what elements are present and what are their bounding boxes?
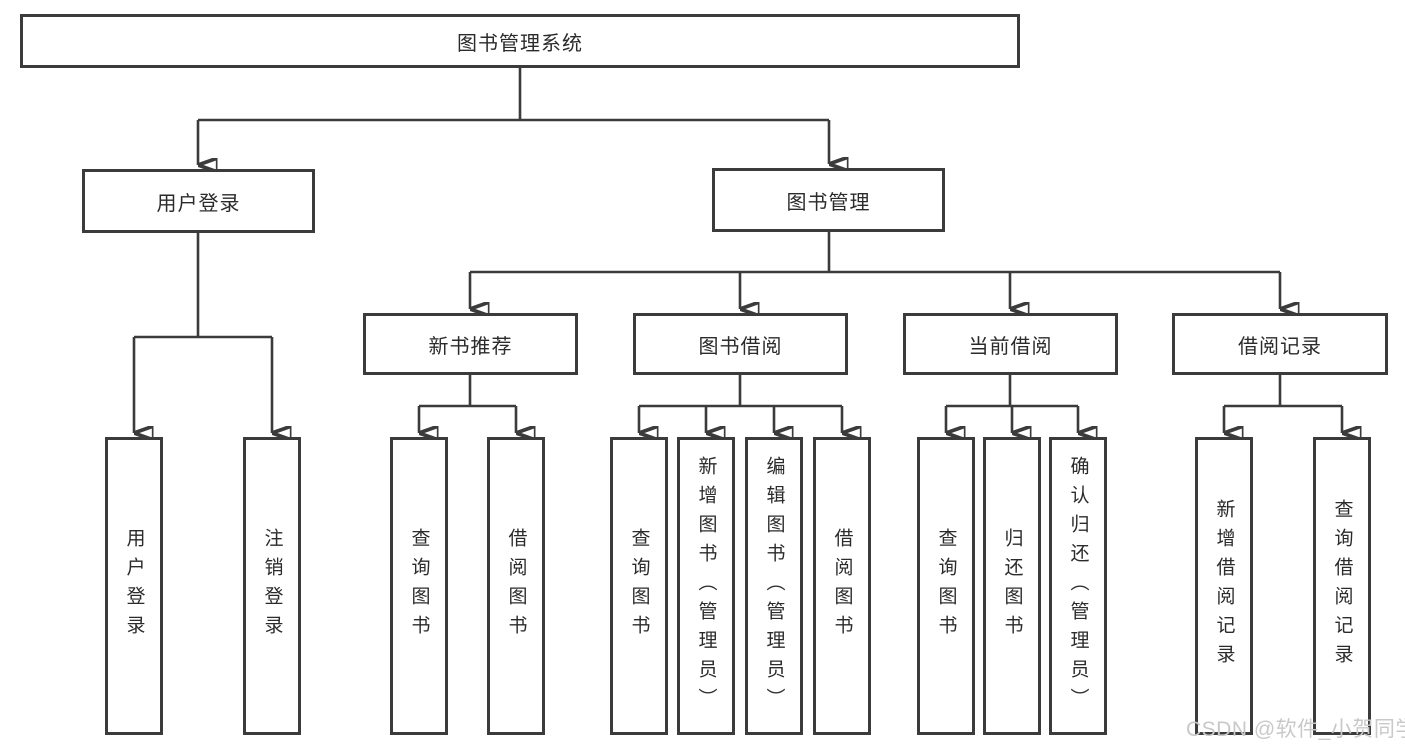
leaf-borrow-borrow-books-label: 借阅图书 bbox=[831, 528, 853, 644]
csdn-watermark: CSDN @软件_小贺同学 bbox=[1186, 718, 1405, 741]
node-new-book-recommend: 新书推荐 bbox=[363, 313, 578, 375]
leaf-records-query-record-label: 查询借阅记录 bbox=[1331, 499, 1353, 673]
leaf-current-return-books-label: 归还图书 bbox=[1001, 528, 1023, 644]
leaf-records-add-record-label: 新增借阅记录 bbox=[1213, 499, 1235, 673]
node-user-login: 用户登录 bbox=[82, 169, 315, 233]
leaf-recommend-query-books-label: 查询图书 bbox=[408, 528, 430, 644]
leaf-user-login-label: 用户登录 bbox=[123, 528, 145, 644]
leaf-current-return-books: 归还图书 bbox=[983, 437, 1041, 735]
leaf-borrow-edit-books-admin-label: 编辑图书（管理员） bbox=[763, 455, 785, 717]
leaf-logout: 注销登录 bbox=[243, 437, 301, 735]
leaf-recommend-borrow-books: 借阅图书 bbox=[487, 437, 545, 735]
leaf-borrow-add-books-admin-label: 新增图书（管理员） bbox=[695, 455, 717, 717]
leaf-records-add-record: 新增借阅记录 bbox=[1195, 437, 1253, 735]
leaf-current-confirm-return-admin-label: 确认归还（管理员） bbox=[1067, 455, 1089, 717]
leaf-current-query-books-label: 查询图书 bbox=[935, 528, 957, 644]
leaf-current-confirm-return-admin: 确认归还（管理员） bbox=[1049, 437, 1107, 735]
leaf-borrow-edit-books-admin: 编辑图书（管理员） bbox=[745, 437, 803, 735]
leaf-recommend-query-books: 查询图书 bbox=[390, 437, 448, 735]
leaf-current-query-books: 查询图书 bbox=[917, 437, 975, 735]
leaf-borrow-borrow-books: 借阅图书 bbox=[813, 437, 871, 735]
leaf-borrow-add-books-admin: 新增图书（管理员） bbox=[677, 437, 735, 735]
node-borrow-records: 借阅记录 bbox=[1172, 313, 1388, 375]
node-book-management: 图书管理 bbox=[712, 168, 945, 232]
leaf-borrow-query-books-label: 查询图书 bbox=[628, 528, 650, 644]
leaf-recommend-borrow-books-label: 借阅图书 bbox=[505, 528, 527, 644]
node-current-borrow: 当前借阅 bbox=[903, 313, 1118, 375]
leaf-borrow-query-books: 查询图书 bbox=[610, 437, 668, 735]
leaf-logout-label: 注销登录 bbox=[261, 528, 283, 644]
node-book-borrow: 图书借阅 bbox=[633, 313, 848, 375]
leaf-records-query-record: 查询借阅记录 bbox=[1313, 437, 1371, 735]
leaf-user-login: 用户登录 bbox=[105, 437, 163, 735]
node-root-system: 图书管理系统 bbox=[20, 14, 1020, 68]
